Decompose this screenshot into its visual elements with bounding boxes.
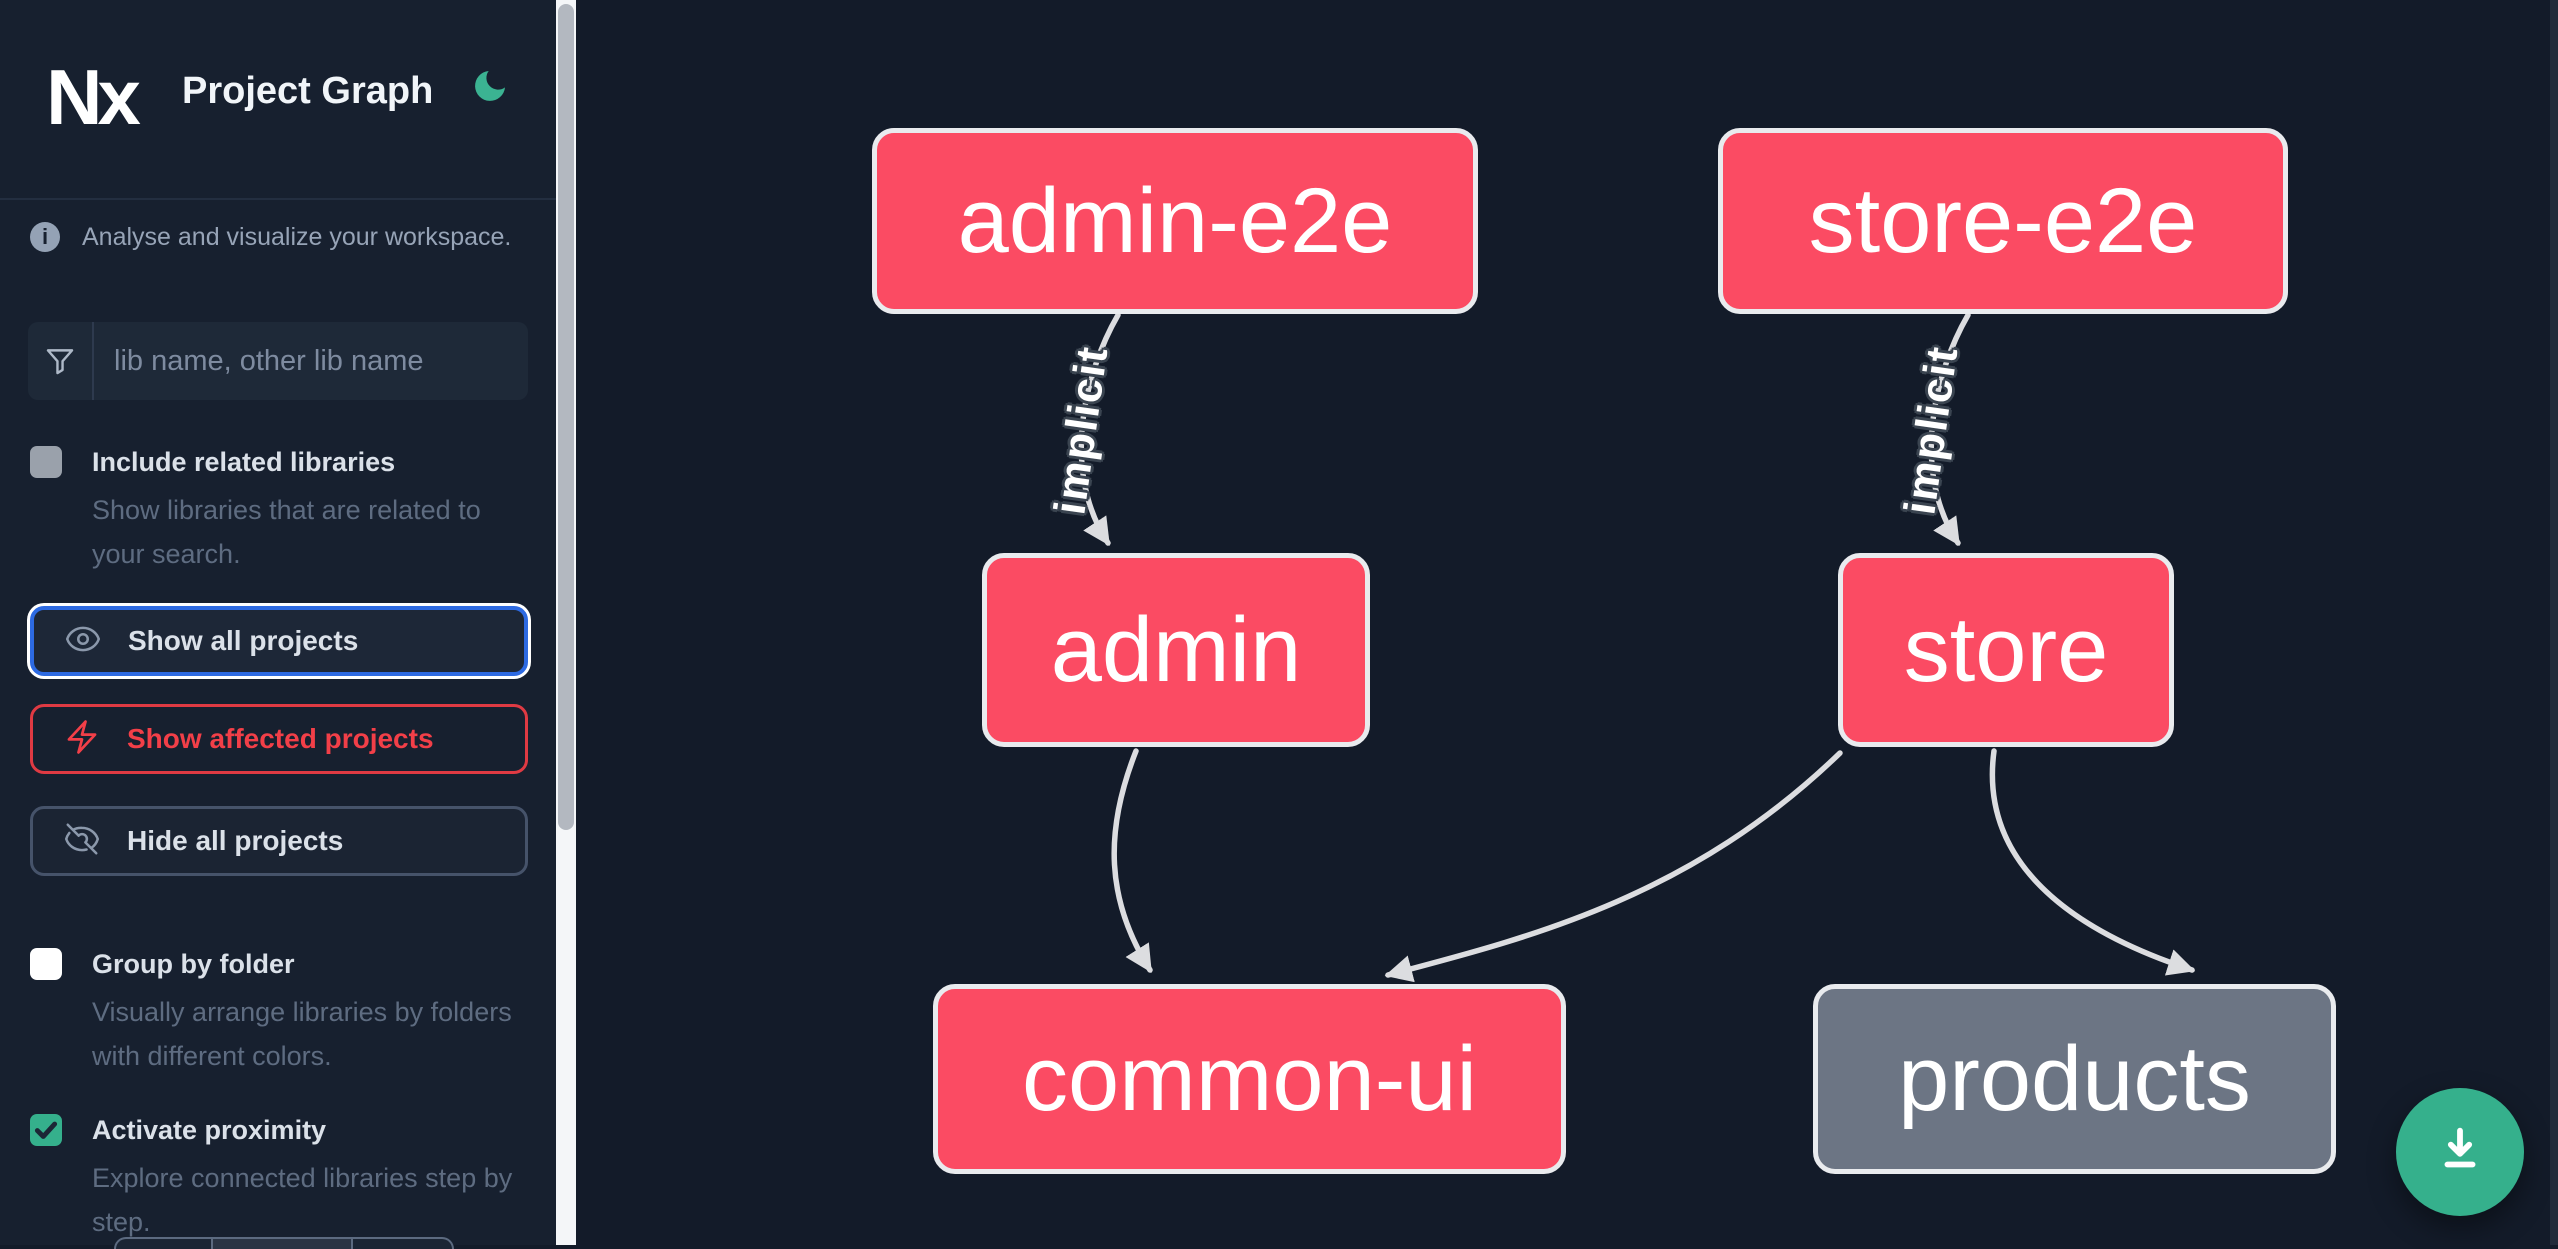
graph-node-products[interactable]: products <box>1813 984 2336 1174</box>
edge-admin-common-ui <box>1111 748 1153 973</box>
group-by-folder-checkbox[interactable] <box>30 948 62 980</box>
show-affected-projects-button[interactable]: Show affected projects <box>30 704 528 774</box>
download-icon <box>2431 1121 2489 1184</box>
graph-node-store[interactable]: store <box>1838 553 2174 747</box>
edge-label-implicit: implicit <box>1045 342 1118 518</box>
show-all-projects-button[interactable]: Show all projects <box>30 606 528 676</box>
toggle-label: Activate proximity <box>92 1115 327 1145</box>
search-input[interactable] <box>94 322 528 400</box>
toggle-description: Explore connected libraries step by step… <box>92 1163 513 1237</box>
sidebar-scrollbar-thumb[interactable] <box>558 4 574 830</box>
search-box <box>28 322 528 400</box>
stepper-value <box>211 1239 353 1249</box>
activate-proximity-checkbox[interactable] <box>30 1114 62 1146</box>
sidebar-header: Nx Project Graph <box>0 0 576 198</box>
funnel-icon <box>28 322 94 400</box>
theme-toggle-moon-icon[interactable] <box>470 66 510 106</box>
info-text: Analyse and visualize your workspace. <box>82 222 512 251</box>
toggle-label: Include related libraries <box>92 447 396 477</box>
edge-store-common-ui <box>1384 750 1843 983</box>
header-divider <box>0 198 556 200</box>
stepper-increment[interactable] <box>353 1239 452 1249</box>
bolt-icon <box>63 718 101 761</box>
graph-node-store-e2e[interactable]: store-e2e <box>1718 128 2288 314</box>
toggle-description: Show libraries that are related to your … <box>92 495 481 569</box>
include-related-checkbox[interactable] <box>30 446 62 478</box>
edge-store-products <box>1989 748 2196 976</box>
nx-logo: Nx <box>46 52 141 141</box>
hide-all-projects-button[interactable]: Hide all projects <box>30 806 528 876</box>
download-graph-button[interactable] <box>2396 1088 2524 1216</box>
graph-node-admin[interactable]: admin <box>982 553 1370 747</box>
sidebar-scrollbar-track <box>556 0 576 1245</box>
proximity-stepper-control[interactable] <box>114 1237 454 1249</box>
node-label: products <box>1898 1027 2251 1130</box>
sidebar: Nx Project Graph i Analyse and visualize… <box>0 0 576 1249</box>
toggle-description: Visually arrange libraries by folders wi… <box>92 997 512 1071</box>
page-scrollbar[interactable] <box>2550 0 2558 1245</box>
node-label: admin-e2e <box>957 169 1393 272</box>
node-label: admin <box>1050 598 1302 701</box>
node-label: common-ui <box>1021 1027 1477 1130</box>
node-label: store <box>1903 598 2109 701</box>
toggle-include-related: Include related libraries Show libraries… <box>30 444 530 576</box>
workspace-info: i Analyse and visualize your workspace. <box>30 222 530 252</box>
toggle-activate-proximity: Activate proximity Explore connected lib… <box>30 1112 530 1244</box>
info-icon: i <box>30 222 60 252</box>
eye-slash-icon <box>63 820 101 863</box>
graph-node-common-ui[interactable]: common-ui <box>933 984 1566 1174</box>
node-label: store-e2e <box>1808 169 2198 272</box>
toggle-label: Group by folder <box>92 949 295 979</box>
page-title: Project Graph <box>182 70 434 112</box>
graph-node-admin-e2e[interactable]: admin-e2e <box>872 128 1478 314</box>
button-label: Hide all projects <box>127 825 344 856</box>
edge-label-implicit: implicit <box>1895 342 1968 518</box>
toggle-group-by-folder: Group by folder Visually arrange librari… <box>30 946 530 1078</box>
button-label: Show affected projects <box>127 723 434 754</box>
eye-icon <box>64 620 102 663</box>
stepper-decrement[interactable] <box>116 1239 211 1249</box>
button-label: Show all projects <box>128 625 359 656</box>
